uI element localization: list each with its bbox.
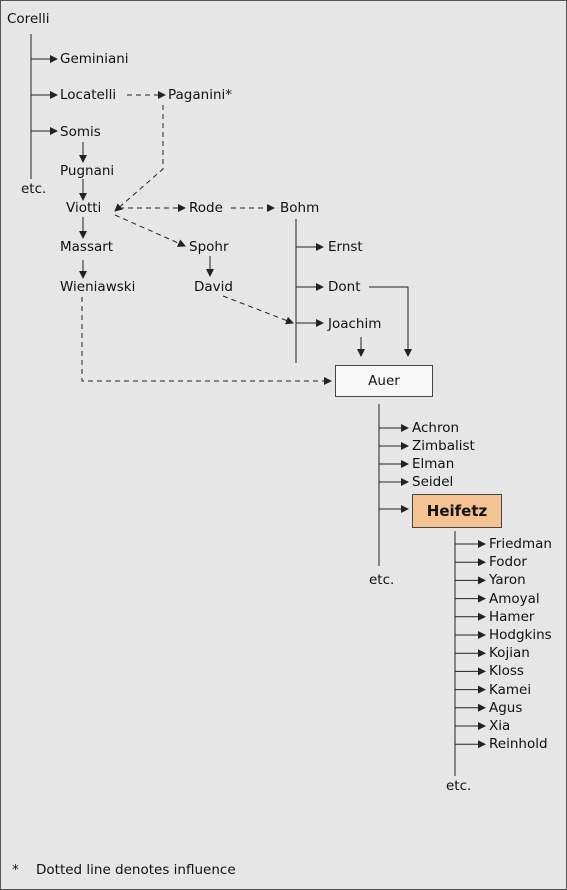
- node-elman: Elman: [412, 456, 455, 472]
- node-zimbalist: Zimbalist: [412, 438, 475, 454]
- node-locatelli: Locatelli: [60, 87, 117, 103]
- node-david: David: [194, 279, 233, 295]
- node-somis: Somis: [60, 124, 101, 140]
- node-pugnani: Pugnani: [60, 163, 115, 179]
- node-corelli: Corelli: [7, 11, 50, 27]
- node-viotti: Viotti: [66, 200, 102, 216]
- node-student: Agus: [489, 699, 523, 716]
- node-student: Hodgkins: [489, 627, 552, 643]
- etc-corelli: etc.: [21, 181, 47, 197]
- node-rode: Rode: [189, 200, 223, 216]
- node-student: Kloss: [489, 663, 524, 680]
- node-student: Yaron: [489, 572, 526, 589]
- node-student: Fodor: [489, 554, 527, 571]
- node-bohm: Bohm: [280, 200, 320, 216]
- node-student: Kojian: [489, 645, 530, 662]
- arrow-dont-auer: [369, 286, 412, 357]
- influence-david-joachim: [222, 295, 294, 325]
- node-student: Kamei: [489, 681, 532, 698]
- node-joachim: Joachim: [328, 316, 382, 332]
- node-auer: Auer: [368, 373, 400, 389]
- footnote-marker: *: [12, 862, 19, 878]
- node-student: Amoyal: [489, 590, 540, 607]
- node-heifetz-box: Heifetz: [412, 494, 502, 528]
- node-spohr: Spohr: [189, 239, 229, 255]
- node-achron: Achron: [412, 420, 460, 436]
- node-student: Friedman: [489, 536, 552, 552]
- node-ernst: Ernst: [328, 239, 363, 255]
- node-student: Reinhold: [489, 736, 548, 753]
- node-student: Xia: [489, 718, 511, 734]
- node-massart: Massart: [60, 239, 114, 255]
- node-wieniawski: Wieniawski: [60, 279, 136, 295]
- influence-paganini-viotti: [114, 105, 164, 212]
- node-geminiani: Geminiani: [60, 51, 129, 67]
- node-auer-box: Auer: [335, 365, 433, 397]
- node-dont: Dont: [328, 279, 361, 295]
- node-heifetz: Heifetz: [426, 502, 488, 520]
- node-student: Hamer: [489, 608, 535, 625]
- influence-wieniawski-auer: [81, 297, 332, 385]
- etc-heifetz: etc.: [446, 778, 472, 794]
- node-seidel: Seidel: [412, 474, 454, 490]
- influence-viotti-spohr: [114, 214, 186, 247]
- node-paganini: Paganini*: [168, 87, 233, 103]
- footnote-text: Dotted line denotes influence: [36, 862, 236, 878]
- etc-auer: etc.: [369, 572, 395, 588]
- footnote: * Dotted line denotes influence: [12, 862, 236, 878]
